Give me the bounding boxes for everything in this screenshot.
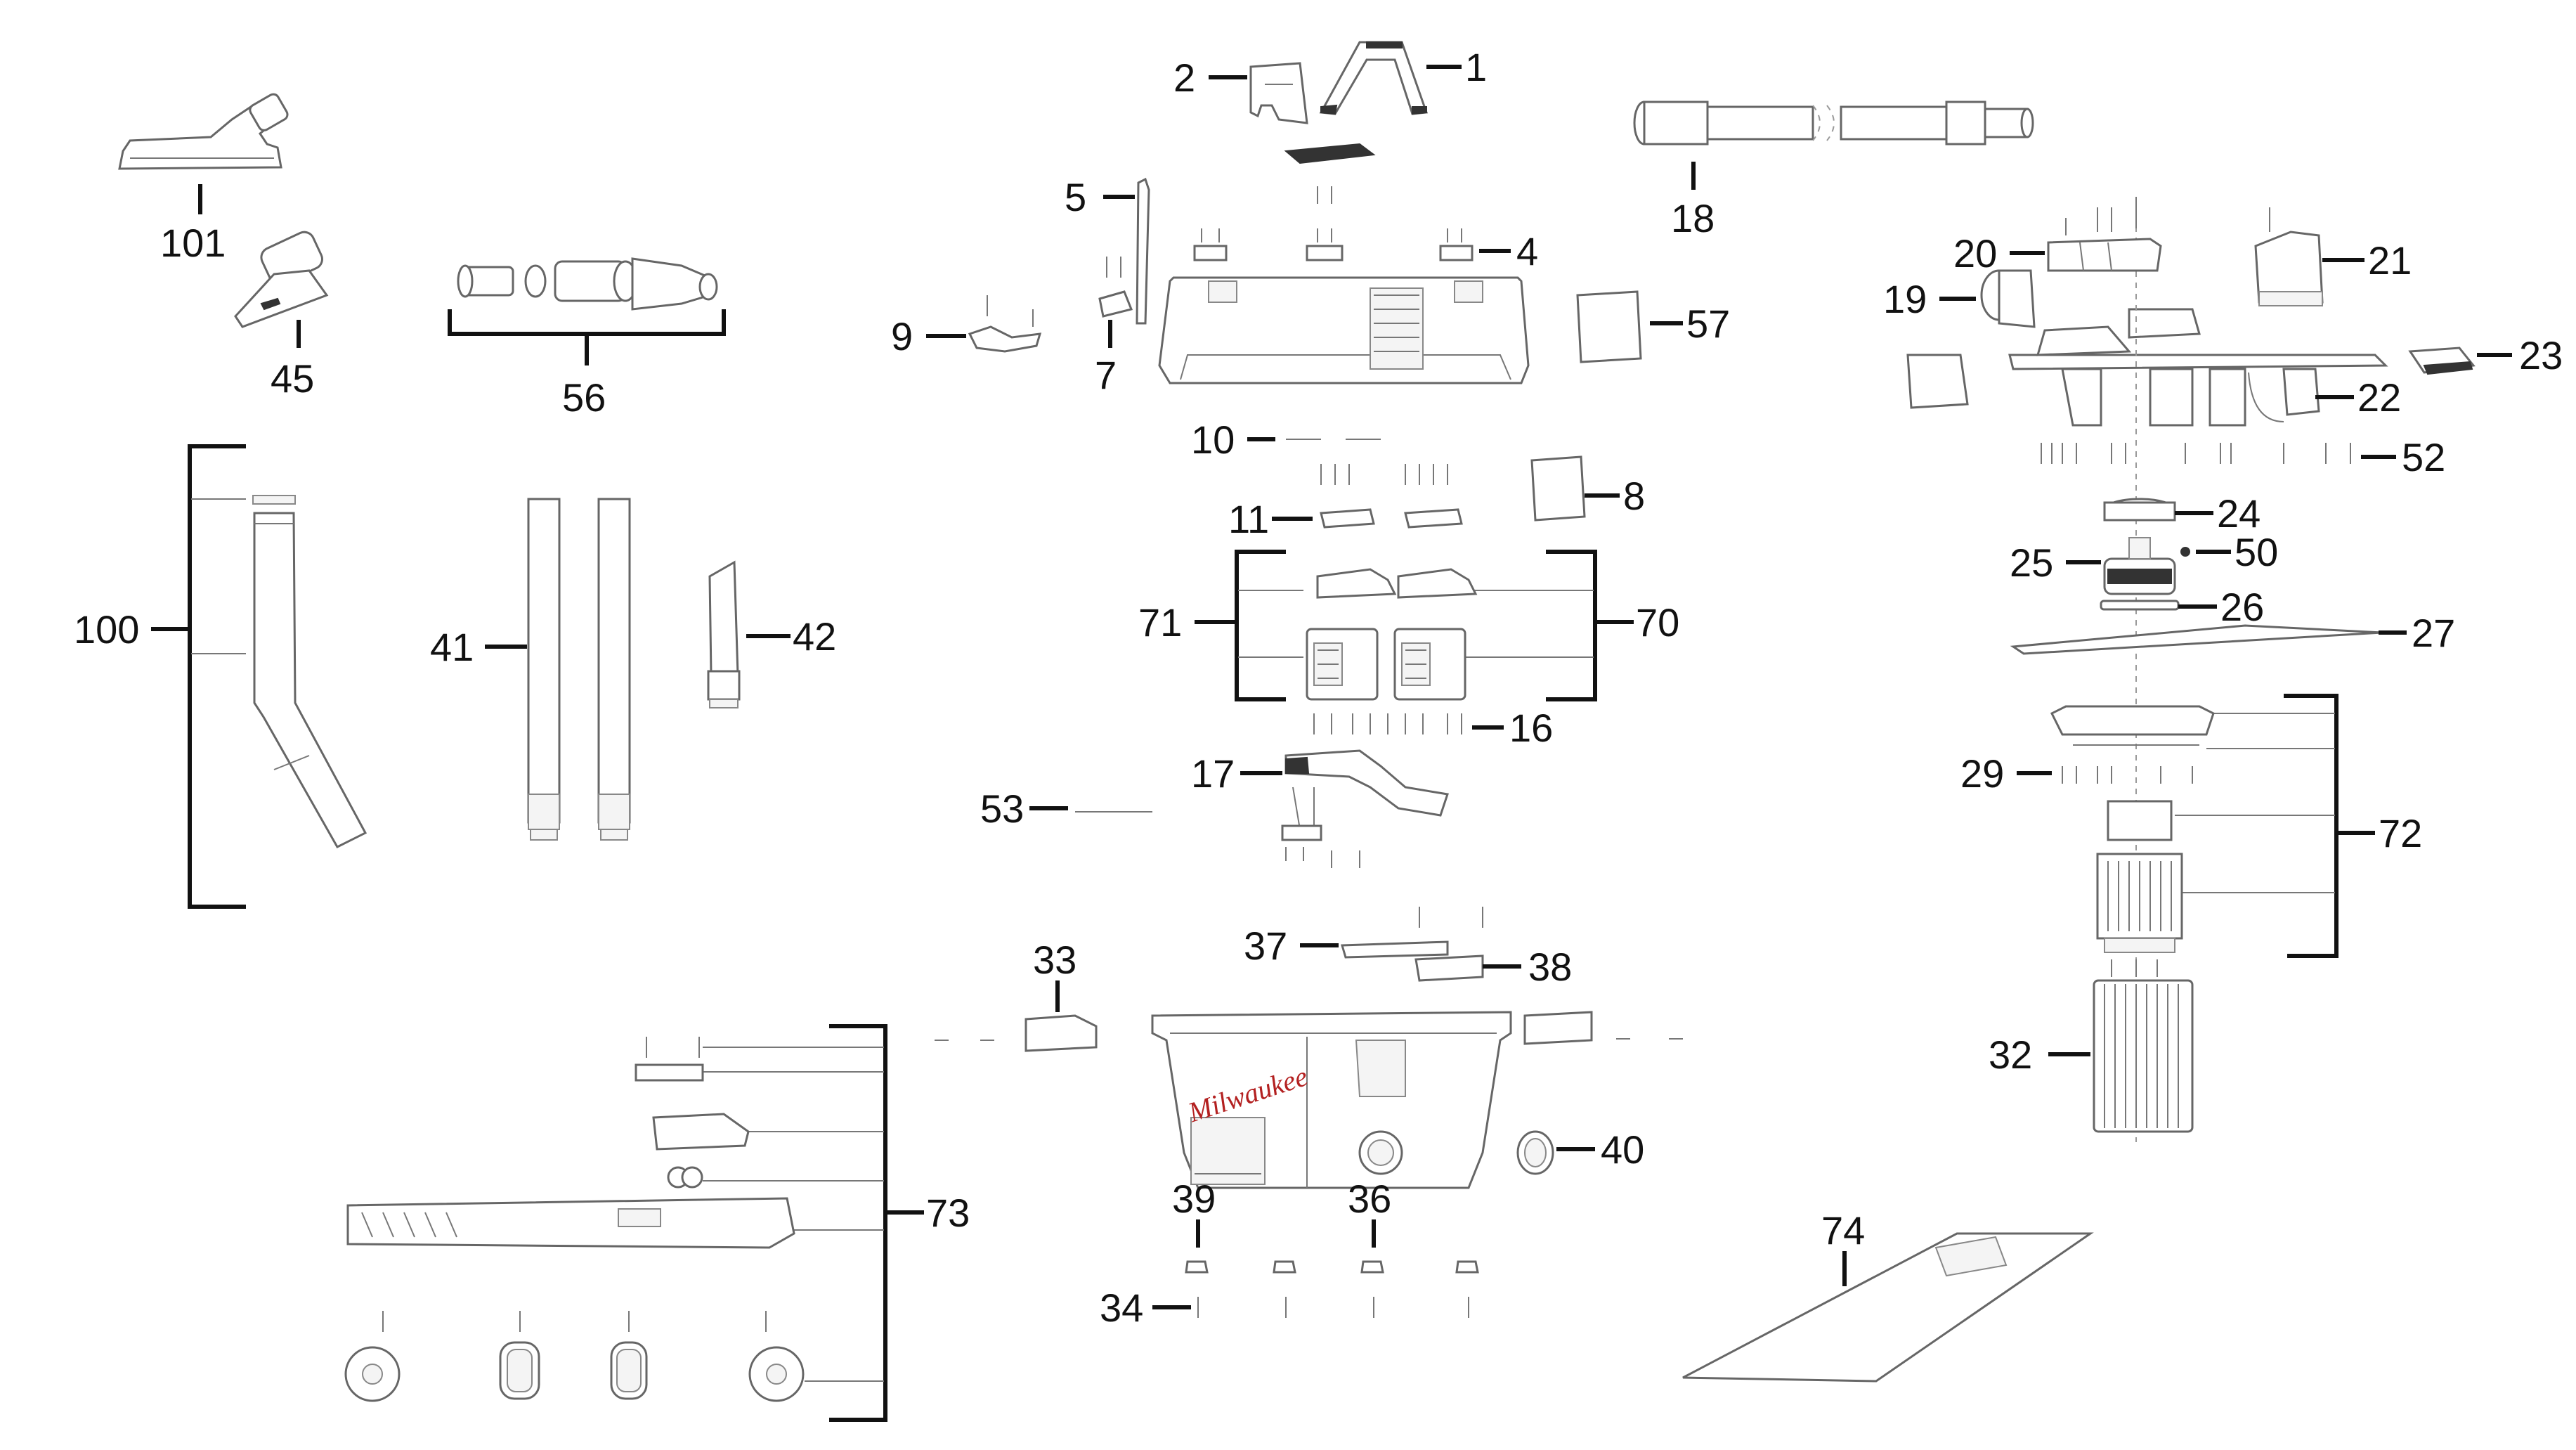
screws-row-52 — [2041, 443, 2351, 464]
label-5: 5 — [1065, 175, 1086, 219]
part-22-battery-port — [1906, 354, 2320, 422]
label-9: 9 — [891, 314, 913, 358]
label-26: 26 — [2220, 585, 2264, 629]
label-50: 50 — [2235, 530, 2278, 574]
part-37-strip — [1341, 940, 1449, 959]
label-4: 4 — [1516, 229, 1538, 273]
part-23-cover — [2408, 347, 2476, 375]
part-top-cover — [1158, 276, 1530, 384]
part-38-bracket — [1414, 907, 1484, 982]
part-40-drain-cap — [1516, 1130, 1554, 1175]
part-25-motor — [2103, 537, 2176, 595]
label-24: 24 — [2217, 491, 2260, 536]
part-1-handle — [1319, 41, 1429, 115]
screws-row-16 — [1313, 713, 1462, 734]
label-23: 23 — [2519, 333, 2563, 377]
part-56-adapter-set — [457, 257, 718, 311]
part-9-latch — [968, 295, 1042, 353]
part-50-nut — [2180, 547, 2190, 557]
label-11: 11 — [1228, 497, 1269, 541]
part-17-switch-assembly — [1281, 749, 1449, 868]
label-70: 70 — [1636, 600, 1679, 645]
part-32-filter — [2093, 959, 2194, 1133]
parts-feet — [1185, 1260, 1479, 1318]
part-side-cover-right — [1523, 1011, 1593, 1045]
part-2-bracket — [1249, 62, 1308, 124]
label-40: 40 — [1601, 1127, 1644, 1172]
label-18: 18 — [1671, 196, 1715, 240]
part-18-hose — [1633, 101, 2034, 145]
part-26-seal — [2100, 600, 2180, 611]
label-39: 39 — [1172, 1177, 1216, 1221]
part-42-crevice-tool — [707, 560, 741, 708]
part-tank: Milwaukee — [1151, 1011, 1512, 1189]
part-57-label — [1576, 290, 1642, 363]
part-100-curved-wand — [252, 495, 367, 848]
label-37: 37 — [1244, 924, 1287, 968]
part-73-dolly — [346, 1037, 795, 1249]
part-27-gasket-plate — [2010, 624, 2383, 655]
label-32: 32 — [1989, 1033, 2032, 1077]
label-38: 38 — [1528, 945, 1572, 989]
label-17: 17 — [1191, 751, 1235, 796]
label-73: 73 — [926, 1191, 970, 1235]
label-21: 21 — [2368, 238, 2412, 283]
part-20-motor-cover — [2047, 238, 2162, 272]
screws-part-20 — [2065, 197, 2137, 235]
label-41: 41 — [430, 625, 474, 669]
label-16: 16 — [1509, 706, 1553, 750]
label-71: 71 — [1138, 600, 1182, 645]
part-33-side-cover — [1024, 1014, 1098, 1052]
part-11-contacts — [1320, 508, 1463, 529]
label-19: 19 — [1883, 277, 1927, 321]
label-27: 27 — [2412, 611, 2455, 655]
label-56: 56 — [562, 375, 606, 420]
label-20: 20 — [1953, 231, 1997, 276]
part-24-gasket — [2103, 498, 2176, 522]
label-36: 36 — [1348, 1177, 1391, 1221]
label-29: 29 — [1960, 751, 2004, 796]
part-70-71-battery-housing — [1306, 568, 1478, 701]
label-1: 1 — [1465, 45, 1487, 89]
part-19-inlet — [1980, 269, 2036, 328]
screws-top-cover — [1193, 186, 1474, 261]
label-52: 52 — [2402, 435, 2445, 479]
label-100: 100 — [74, 607, 139, 652]
label-74: 74 — [1821, 1208, 1865, 1252]
part-74-bag — [1682, 1232, 2094, 1383]
screws-row-11 — [1320, 464, 1448, 485]
part-45-utility-nozzle — [234, 231, 329, 328]
part-73-casters — [344, 1311, 805, 1402]
label-101: 101 — [160, 221, 226, 265]
label-45: 45 — [271, 356, 314, 401]
part-7-clip — [1098, 257, 1133, 318]
part-101-floor-tool — [118, 93, 289, 170]
part-41-extension-wands — [527, 498, 631, 841]
part-5-wire-clip — [1136, 177, 1150, 325]
label-34: 34 — [1100, 1286, 1143, 1330]
label-8: 8 — [1623, 474, 1645, 518]
part-filter-screen — [1284, 143, 1376, 164]
label-2: 2 — [1173, 56, 1195, 100]
label-10: 10 — [1191, 417, 1235, 462]
label-7: 7 — [1095, 353, 1117, 397]
part-8-label — [1530, 455, 1586, 522]
label-57: 57 — [1686, 302, 1730, 346]
screws-row-29 — [2062, 766, 2193, 784]
label-72: 72 — [2379, 811, 2422, 855]
part-21-outlet — [2254, 207, 2324, 306]
label-25: 25 — [2010, 540, 2053, 585]
label-33: 33 — [1033, 938, 1076, 982]
part-motor-head-plate — [2008, 204, 2388, 1142]
label-42: 42 — [793, 614, 836, 659]
label-22: 22 — [2357, 375, 2401, 420]
part-72-filter-cage — [2050, 705, 2215, 953]
label-53: 53 — [980, 787, 1024, 831]
